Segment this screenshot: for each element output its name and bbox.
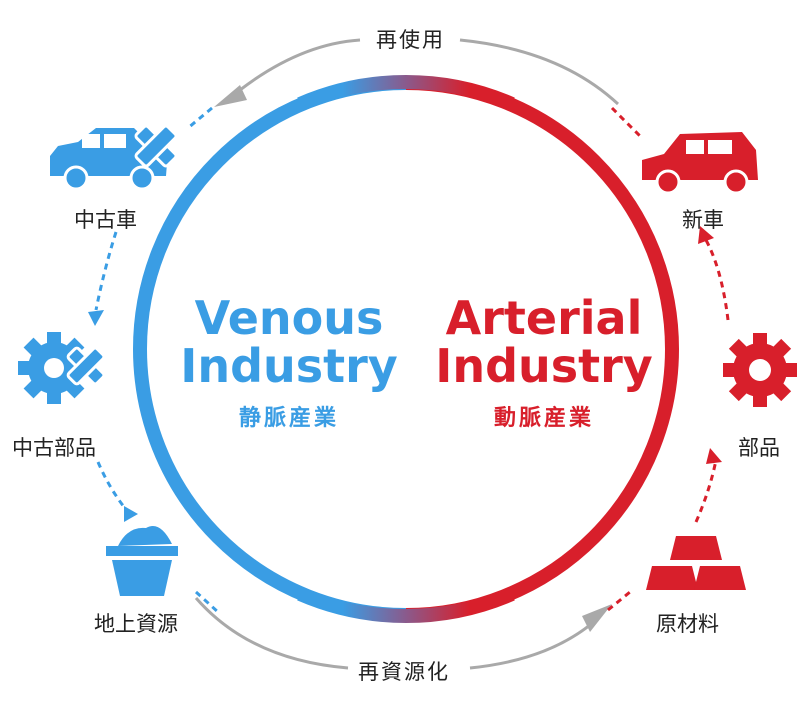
gold-bars-icon [646, 536, 746, 590]
arterial-title-line2: Industry [435, 339, 653, 393]
used-car-icon [50, 124, 178, 191]
arrowhead-parts [706, 448, 722, 464]
new-car-label: 新車 [682, 208, 724, 232]
venous-title-line1: Venous [194, 291, 384, 345]
used-gear-icon [18, 332, 106, 404]
arterial-flow-arrows [607, 106, 730, 612]
venous-flow-arrows [94, 106, 220, 614]
arrowhead-used-parts [88, 310, 104, 326]
cycle-ring [133, 75, 679, 623]
arrowhead-ground-resources [124, 506, 138, 522]
gear-icon [723, 333, 797, 407]
reuse-arrowhead [214, 85, 247, 107]
ground-resources-basket-icon [106, 526, 178, 596]
arterial-industry-ja: 動脈産業 [493, 406, 594, 431]
ground-resources-label: 地上資源 [94, 612, 178, 636]
arterial-title-line1: Arterial [445, 291, 643, 345]
arrowhead-new-car [698, 226, 714, 244]
parts-label: 部品 [738, 436, 780, 460]
used-car-label: 中古車 [74, 208, 137, 232]
recycle-arrowhead [582, 604, 612, 632]
reuse-arc [214, 38, 620, 107]
recycle-label: 再資源化 [358, 660, 450, 684]
recycle-arc [194, 597, 612, 670]
reuse-label: 再使用 [376, 28, 445, 52]
used-parts-label: 中古部品 [12, 436, 96, 460]
venous-industry-title: Venous Industry [178, 294, 400, 390]
venous-industry-ja: 静脈産業 [238, 406, 339, 431]
arterial-industry-title: Arterial Industry [426, 294, 662, 390]
venous-title-line2: Industry [180, 339, 398, 393]
new-car-icon [642, 132, 758, 195]
raw-materials-label: 原材料 [656, 612, 719, 636]
